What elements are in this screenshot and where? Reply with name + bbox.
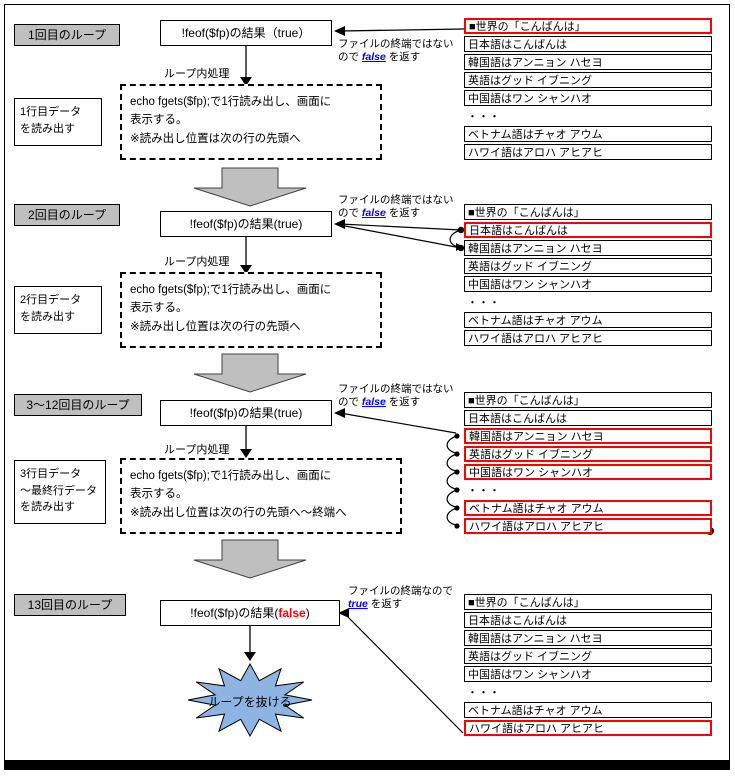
loop2-annotation: ファイルの終端ではない ので false を返す	[338, 194, 498, 220]
loop1-process-box: echo fgets($fp);で1行読み出し、画面に 表示する。 ※読み出し位…	[120, 84, 382, 160]
annotation-line: ので false を返す	[338, 207, 498, 220]
file-line-row: 英語はグッド イブニング	[464, 648, 712, 664]
file-line-ellipsis: ・・・	[467, 687, 500, 699]
condition-text: !feof($fp)の結果(	[190, 606, 279, 620]
condition-text: !feof($fp)の結果（	[181, 26, 278, 40]
annotation-text: を返す	[385, 396, 421, 408]
file-line-row: ベトナム語はチャオ アウム	[464, 702, 712, 718]
file-line-row: ■世界の「こんばんは」	[464, 204, 712, 220]
loop4-annotation: ファイルの終端なので true を返す	[348, 585, 508, 611]
loop1-annotation: ファイルの終端ではない ので false を返す	[338, 38, 498, 64]
loop1-condition-box: !feof($fp)の結果（true）	[160, 20, 332, 46]
file-line-row: ベトナム語はチャオ アウム	[464, 312, 712, 328]
file-line-row: ベトナム語はチャオ アウム	[464, 500, 712, 516]
annotation-line: ファイルの終端ではない	[338, 38, 454, 50]
file-line-row: ベトナム語はチャオ アウム	[464, 126, 712, 142]
file-content-list: ■世界の「こんばんは」 日本語はこんばんは 韓国語はアンニョン ハセヨ 英語はグ…	[464, 594, 712, 738]
loop2-condition-box: !feof($fp)の結果(true)	[160, 211, 332, 237]
file-line-row: 日本語はこんばんは	[464, 410, 712, 426]
file-line-row: 中国語はワン シャンハオ	[464, 464, 712, 480]
return-value-link: true	[348, 598, 368, 610]
return-value-link: false	[361, 51, 386, 63]
loop3-label: 3～12回目のループ	[14, 394, 142, 416]
file-line-ellipsis: ・・・	[467, 485, 500, 497]
file-line-row: ハワイ語はアロハ アヒアヒ	[464, 144, 712, 160]
file-line-row: 日本語はこんばんは	[464, 36, 712, 52]
file-line-row: ハワイ語はアロハ アヒアヒ	[464, 330, 712, 346]
condition-text: !feof($fp)の結果(	[189, 217, 278, 231]
file-content-list: ■世界の「こんばんは」 日本語はこんばんは 韓国語はアンニョン ハセヨ 英語はグ…	[464, 18, 712, 162]
return-value-link: false	[361, 207, 386, 219]
bottom-divider-bar	[5, 760, 729, 769]
loop-exit-label: ループを抜ける	[208, 695, 292, 709]
file-line-row: 英語はグッド イブニング	[464, 258, 712, 274]
annotation-line: ので false を返す	[338, 396, 498, 409]
annotation-line: ので false を返す	[338, 51, 498, 64]
file-line-row: 中国語はワン シャンハオ	[464, 666, 712, 682]
loop2-process-box: echo fgets($fp);で1行読み出し、画面に 表示する。 ※読み出し位…	[120, 272, 382, 348]
annotation-line: ファイルの終端ではない	[338, 383, 454, 395]
condition-value: true	[277, 217, 299, 231]
file-line-row: 日本語はこんばんは	[464, 612, 712, 628]
file-line-ellipsis: ・・・	[467, 111, 500, 123]
file-line-row: 韓国語はアンニョン ハセヨ	[464, 630, 712, 646]
file-line-row: ハワイ語はアロハ アヒアヒ	[464, 720, 712, 736]
annotation-line: ファイルの終端なので	[348, 585, 453, 597]
annotation-text: を返す	[367, 598, 403, 610]
file-line-row: 中国語はワン シャンハオ	[464, 90, 712, 106]
annotation-text: を返す	[385, 51, 421, 63]
file-line-row: ハワイ語はアロハ アヒアヒ	[464, 518, 712, 534]
annotation-line: true を返す	[348, 598, 508, 611]
loop3-process-box: echo fgets($fp);で1行読み出し、画面に 表示する。 ※読み出し位…	[120, 458, 402, 534]
file-line-row: 中国語はワン シャンハオ	[464, 276, 712, 292]
loop4-label: 13回目のループ	[14, 594, 126, 616]
loop3-side-note: 3行目データ ～最終行データ を読み出す	[14, 460, 106, 524]
page-border	[4, 4, 730, 770]
file-line-row: 韓国語はアンニョン ハセヨ	[464, 428, 712, 444]
file-line-row: 韓国語はアンニョン ハセヨ	[464, 54, 712, 70]
file-line-row: 英語はグッド イブニング	[464, 446, 712, 462]
file-line-row: 英語はグッド イブニング	[464, 72, 712, 88]
condition-text: )	[305, 606, 310, 620]
condition-text: !feof($fp)の結果(	[189, 406, 278, 420]
condition-value: false	[278, 606, 306, 620]
loop1-label: 1回目のループ	[14, 24, 120, 46]
file-line-row: 日本語はこんばんは	[464, 222, 712, 238]
annotation-text: ので	[338, 396, 362, 408]
loop3-annotation: ファイルの終端ではない ので false を返す	[338, 383, 498, 409]
condition-value: true	[277, 26, 299, 40]
annotation-text: ので	[338, 207, 362, 219]
condition-value: true	[277, 406, 299, 420]
file-line-ellipsis: ・・・	[467, 297, 500, 309]
return-value-link: false	[361, 396, 386, 408]
loop2-label: 2回目のループ	[14, 204, 120, 226]
loop2-side-note: 2行目データ を読み出す	[14, 286, 102, 334]
file-line-row: ■世界の「こんばんは」	[464, 594, 712, 610]
condition-text: )	[298, 217, 303, 231]
file-line-row: ■世界の「こんばんは」	[464, 392, 712, 408]
loop1-inner-process-label: ループ内処理	[164, 68, 230, 80]
annotation-text: を返す	[385, 207, 421, 219]
file-line-row: 韓国語はアンニョン ハセヨ	[464, 240, 712, 256]
loop4-condition-box: !feof($fp)の結果(false)	[160, 600, 340, 626]
file-line-row: ■世界の「こんばんは」	[464, 18, 712, 34]
loop2-inner-process-label: ループ内処理	[164, 256, 230, 268]
condition-text: )	[298, 406, 303, 420]
file-content-list: ■世界の「こんばんは」 日本語はこんばんは 韓国語はアンニョン ハセヨ 英語はグ…	[464, 392, 712, 536]
annotation-text: ので	[338, 51, 362, 63]
file-content-list: ■世界の「こんばんは」 日本語はこんばんは 韓国語はアンニョン ハセヨ 英語はグ…	[464, 204, 712, 348]
loop3-inner-process-label: ループ内処理	[164, 444, 230, 456]
loop1-side-note: 1行目データ を読み出す	[14, 98, 102, 146]
condition-text: ）	[298, 26, 311, 40]
annotation-line: ファイルの終端ではない	[338, 194, 454, 206]
loop3-condition-box: !feof($fp)の結果(true)	[160, 400, 332, 426]
